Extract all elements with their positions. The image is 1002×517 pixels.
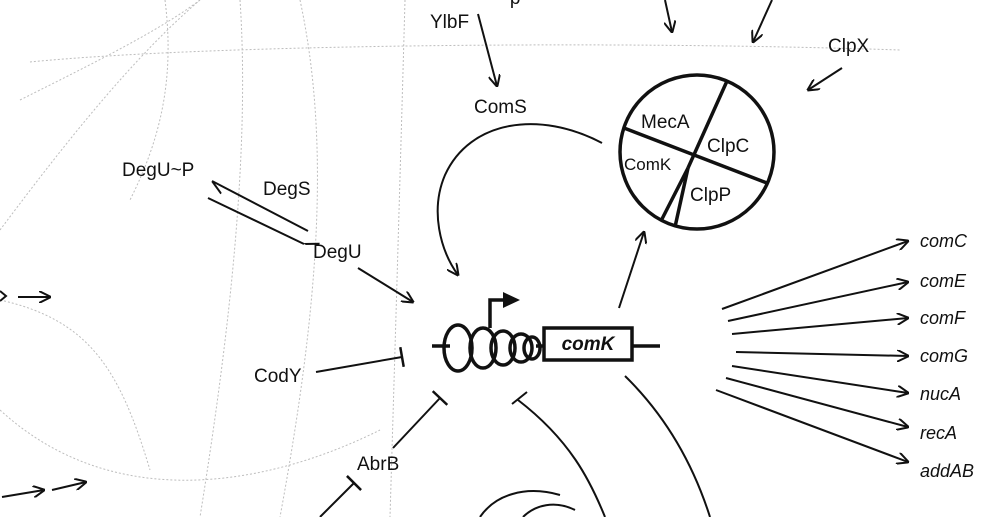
target-label: comC [920,231,968,251]
label-abrb: AbrB [357,454,399,475]
comk-promoter [432,292,660,373]
edge-degu-comk [357,267,413,302]
comk-gene-box [542,326,634,362]
label-complex-clpp: ClpP [690,185,731,206]
label-cody: CodY [254,366,302,387]
edge-comk-comC [721,241,908,310]
edge-cody-comk [315,346,405,373]
edge-abrb-comk [392,390,449,449]
operator-circle-3 [489,329,517,367]
edge-comk-recA [725,377,908,427]
edge-coms-comk [436,123,603,275]
edge-degup-degu [207,197,304,244]
target-label: addAB [920,461,974,481]
edge-degu-degup [212,180,309,232]
edge-left-0 [0,290,8,302]
protease-complex [618,73,776,231]
edge-comk-comF [731,318,908,335]
edge-ylbf-coms [477,13,497,86]
operator-circle-1 [442,323,474,373]
label-ylbf: YlbF [430,12,469,33]
edge-bottom-arc-1-bar [511,391,528,405]
complex-circle [618,73,776,231]
edge-bottom-arc-4 [522,503,576,517]
label-complex-meca: MecA [641,112,690,133]
transcription-start-arrow [488,298,508,328]
edge-bottom-arc-1 [517,399,606,517]
label-complex-clpc: ClpC [707,136,749,157]
label-gene-comk: comK [562,334,616,355]
edge-bottom-arc-2 [624,375,711,517]
target-label: comE [920,271,967,291]
target-label: recA [920,423,957,443]
label-complex-comk: ComK [624,155,672,174]
operator-circle-5 [522,335,542,361]
edge-top-left [665,0,672,32]
operator-circle-4 [508,332,534,364]
edge-comk-addAB [715,389,908,462]
background-guides [0,0,901,517]
target-label: comF [920,308,966,328]
edge-comk-nucA [731,365,908,393]
labels: -- p YlbF ComS ClpX DegU~P DegS DegU Cod… [122,0,870,475]
edge-bottom-inhibit [319,475,362,517]
edges [0,0,843,517]
label-degs: DegS [263,179,311,200]
target-labels: comC comE comF comG nucA recA addAB [920,231,974,481]
edge-bottom-arc-3 [479,490,561,517]
label-degu: DegU [313,242,362,263]
edge-comk-comE [727,282,908,322]
operator-circle-2 [468,326,498,370]
edge-clpx-complex [808,67,843,90]
target-label: nucA [920,384,961,404]
target-label: comG [920,346,968,366]
label-clpx: ClpX [828,36,870,57]
label-degup: DegU~P [122,160,194,181]
target-arrows [715,241,908,462]
edge-top-right [753,0,773,42]
edge-comk-comG [735,352,908,356]
label-partial-top: -- p [492,0,521,9]
edge-left-3 [51,482,86,491]
label-coms: ComS [474,97,527,118]
edge-left-2 [1,490,44,498]
edge-comk-complex [618,232,644,309]
